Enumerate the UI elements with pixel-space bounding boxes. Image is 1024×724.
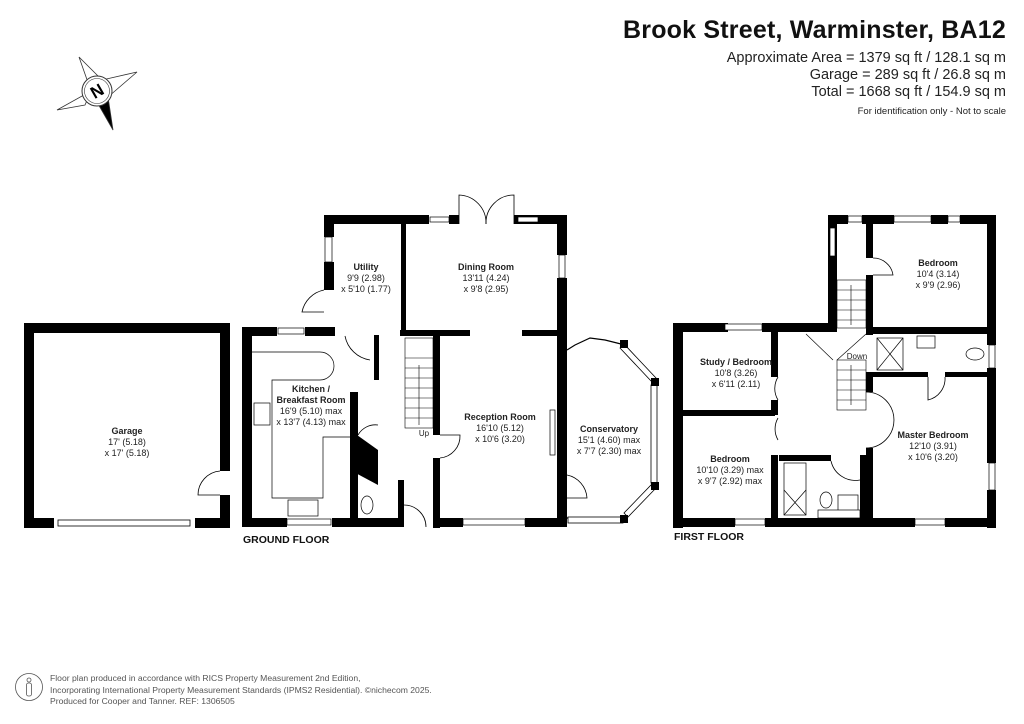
room-study-bedroom: Study / Bedroom 10'8 (3.26) x 6'11 (2.11… [699,357,773,389]
property-title: Brook Street, Warminster, BA12 [623,16,1006,44]
stairs-up-label: Up [418,429,430,438]
compass-icon: N [56,56,138,131]
room-master-bedroom: Master Bedroom 12'10 (3.91) x 10'6 (3.20… [897,430,969,462]
total-area: Total = 1668 sq ft / 154.9 sq m [811,84,1006,100]
room-utility: Utility 9'9 (2.98) x 5'10 (1.77) [341,262,391,294]
room-kitchen: Kitchen / Breakfast Room 16'9 (5.10) max… [276,384,346,427]
first-floor-label: FIRST FLOOR [674,531,744,543]
ground-floor-label: GROUND FLOOR [243,534,330,546]
room-conservatory: Conservatory 15'1 (4.60) max x 7'7 (2.30… [576,424,642,456]
room-dining: Dining Room 13'11 (4.24) x 9'8 (2.95) [458,262,514,294]
footer-notes: Floor plan produced in accordance with R… [50,673,432,706]
garage-area: Garage = 289 sq ft / 26.8 sq m [809,67,1006,83]
approximate-area: Approximate Area = 1379 sq ft / 128.1 sq… [726,50,1006,66]
person-icon [15,673,43,701]
room-bedroom-3: Bedroom 10'10 (3.29) max x 9'7 (2.92) ma… [696,454,764,486]
disclaimer: For identification only - Not to scale [857,106,1006,117]
room-garage: Garage 17' (5.18) x 17' (5.18) [104,426,150,458]
stairs-down-label: Down [846,352,868,361]
room-bedroom-2: Bedroom 10'4 (3.14) x 9'9 (2.96) [915,258,961,290]
room-reception: Reception Room 16'10 (5.12) x 10'6 (3.20… [464,412,536,444]
